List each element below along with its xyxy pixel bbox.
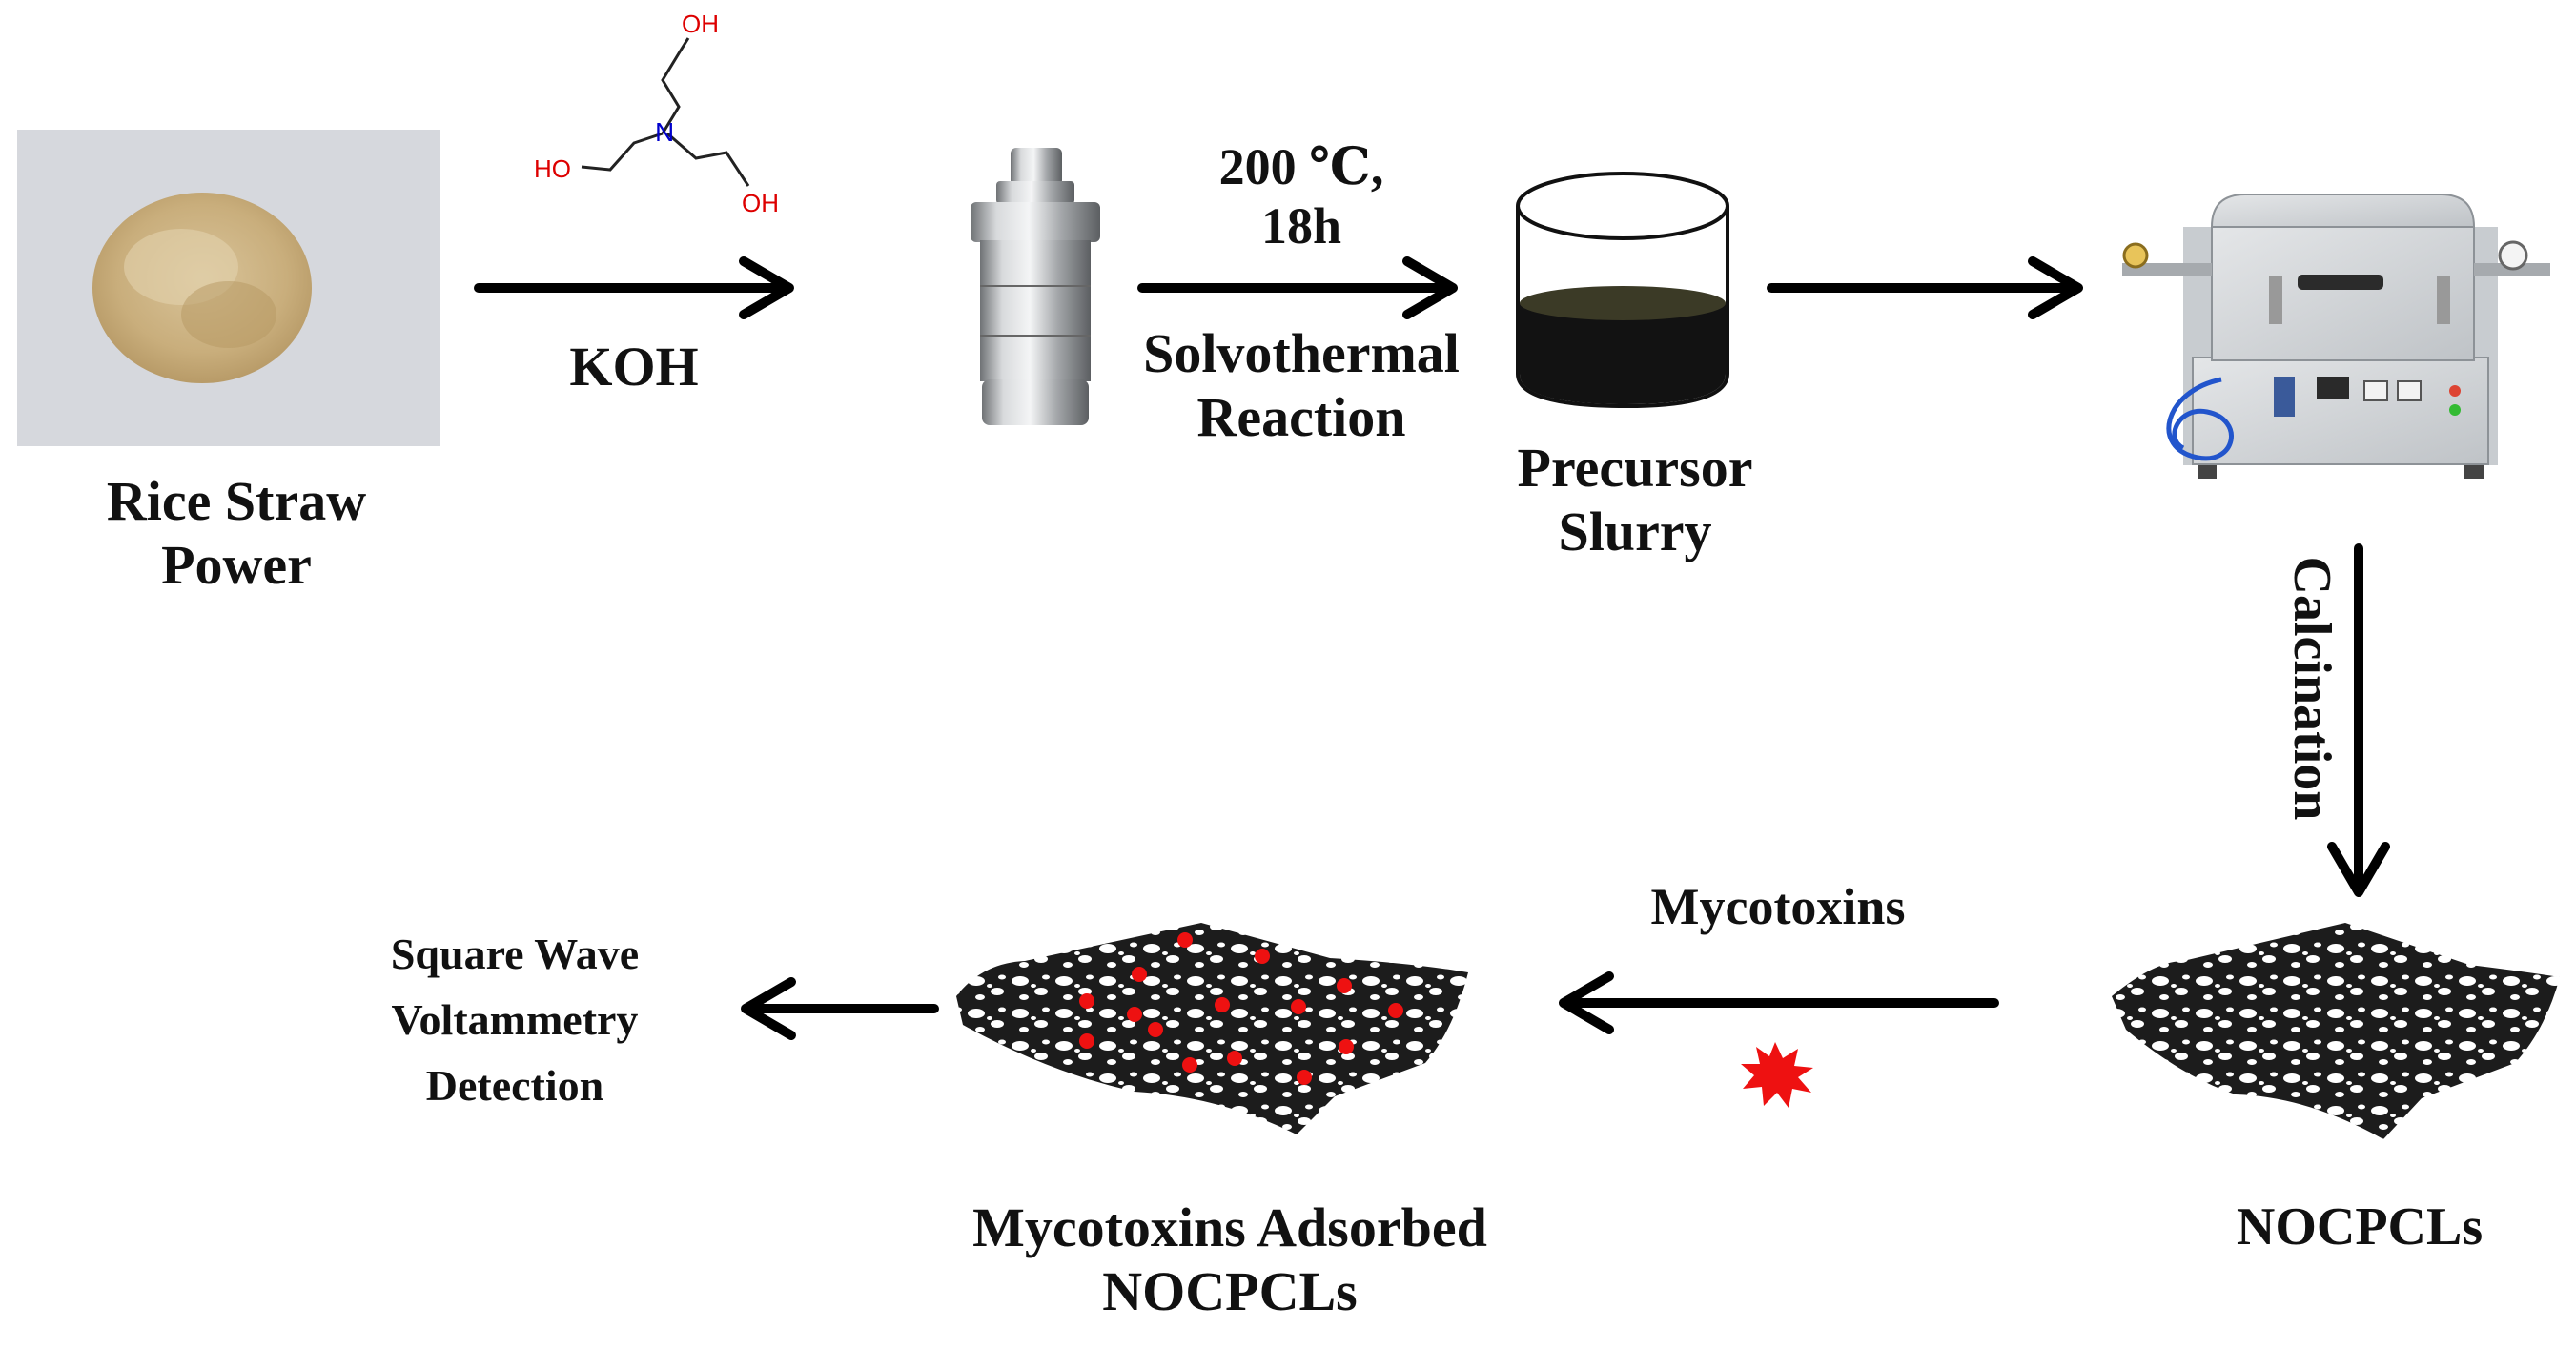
molecule-atom-oh-right: OH bbox=[742, 189, 779, 217]
arrow-step-3 bbox=[1767, 256, 2083, 319]
label-mycotoxins: Mycotoxins bbox=[1650, 878, 1906, 935]
precursor-beaker-icon bbox=[1516, 172, 1729, 409]
arrow-detection bbox=[741, 977, 939, 1040]
molecule-atom-ho-left: HO bbox=[534, 154, 571, 183]
autoclave-reactor-icon bbox=[971, 148, 1100, 425]
label-mycotoxins-adsorbed-nocpcls: Mycotoxins Adsorbed NOCPCLs bbox=[972, 1196, 1487, 1322]
label-nocpcls: NOCPCLs bbox=[2236, 1197, 2484, 1257]
molecule-atom-nitrogen: N bbox=[655, 117, 674, 147]
arrow-step-2 bbox=[1137, 256, 1458, 319]
tube-furnace-icon bbox=[2122, 194, 2550, 479]
label-precursor-slurry: Precursor Slurry bbox=[1517, 437, 1753, 562]
mycotoxin-star-icon bbox=[1741, 1042, 1813, 1108]
arrow-calcination bbox=[2327, 543, 2390, 897]
label-reaction-conditions: 200 ℃, 18h bbox=[1218, 138, 1384, 255]
arrow-step-1 bbox=[474, 256, 794, 319]
label-koh: KOH bbox=[569, 336, 699, 398]
label-calcination: Calcination bbox=[2282, 556, 2342, 821]
process-arrows bbox=[474, 256, 2390, 1040]
rice-straw-powder-photo bbox=[17, 130, 440, 446]
triethanolamine-molecule-icon bbox=[581, 37, 750, 187]
porous-carbon-sheet-adsorbed-icon bbox=[956, 923, 1468, 1134]
label-square-wave-voltammetry-detection: Square Wave Voltammetry Detection bbox=[390, 930, 640, 1110]
label-rice-straw-power: Rice Straw Power bbox=[106, 470, 367, 596]
porous-carbon-sheet-icon bbox=[2112, 923, 2560, 1139]
arrow-adsorption bbox=[1559, 971, 1999, 1034]
molecule-atom-oh-top: OH bbox=[682, 10, 719, 38]
label-solvothermal-reaction: Solvothermal Reaction bbox=[1143, 322, 1460, 448]
